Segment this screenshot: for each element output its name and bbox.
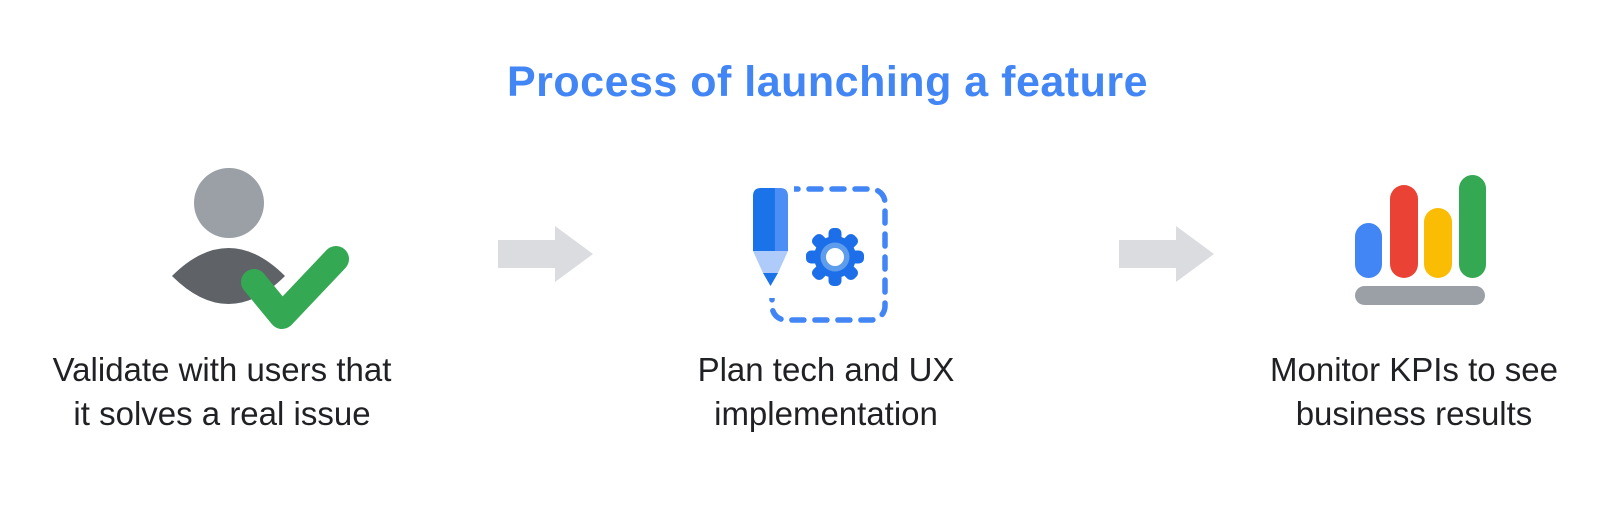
caption-line: Plan tech and UX [697,351,955,388]
gear-shape [806,228,864,286]
person-check-icon [172,168,349,329]
caption-line: implementation [714,395,938,432]
pencil-wood-shape [753,251,788,273]
bar-green-shape [1459,175,1486,278]
step-caption-validate: Validate with users that it solves a rea… [22,348,422,436]
arrow-shape [1119,226,1214,282]
bar-base-shape [1355,286,1485,305]
caption-line: Validate with users that [52,351,392,388]
caption-line: Monitor KPIs to see [1270,351,1558,388]
step-caption-plan: Plan tech and UX implementation [626,348,1026,436]
pencil-body-shape [753,188,788,251]
person-head-shape [194,168,264,238]
page-title: Process of launching a feature [506,58,1149,106]
checkmark-shape [241,246,349,329]
pencil-gear-icon [750,183,888,323]
bar-red-shape [1390,185,1418,278]
caption-line: it solves a real issue [73,395,371,432]
step-caption-monitor: Monitor KPIs to see business results [1214,348,1600,436]
right-arrow-icon [498,226,593,282]
arrow-shape [498,226,593,282]
caption-line: business results [1295,395,1533,432]
bar-chart-icon [1355,175,1486,305]
bar-yellow-shape [1424,208,1452,278]
pencil-tip-shape [763,273,778,286]
bar-blue-shape [1355,223,1382,278]
right-arrow-icon [1119,226,1214,282]
gear-hole-shape [826,248,844,266]
